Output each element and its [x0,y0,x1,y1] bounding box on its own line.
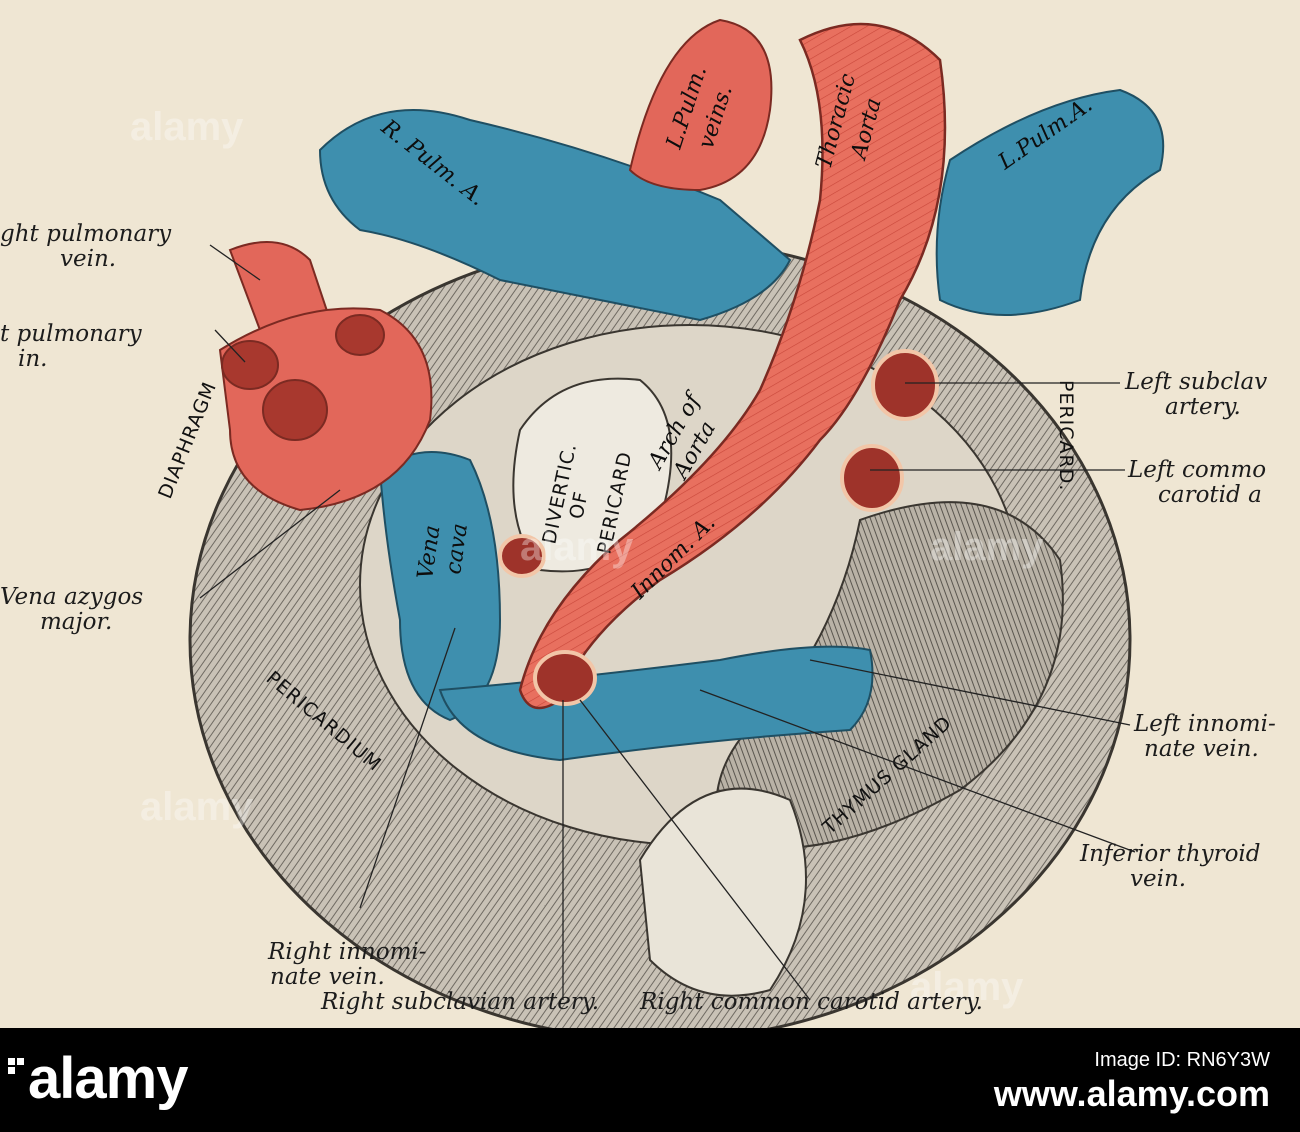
callout-inferior-thyroid-vein: Inferior thyroid vein. [1080,842,1261,892]
callout-line: major. [40,609,113,635]
label-diaphragm: DIAPHRAGM [154,378,221,501]
thymus-lower-lobe [638,787,807,997]
callout-line: Left commo [1128,457,1267,483]
watermark-text: alamy [930,525,1044,569]
callout-line: vein. [1130,866,1187,892]
callout-right-pulmonary-vein-upper: ght pulmonary vein. [0,222,171,272]
image-id: Image ID: RN6Y3W [1094,1049,1270,1071]
watermark-text: alamy [910,965,1024,1009]
callout-left-innominate-vein: Left innomi- nate vein. [1134,712,1276,762]
stock-banner: alamy Image ID: RN6Y3W www.alamy.com [0,1028,1300,1132]
anatomical-illustration: R. Pulm. A. L.Pulm. veins. Thoracic Aort… [130,18,1165,1028]
brand-logo[interactable]: alamy [28,1046,188,1111]
image-meta: Image ID: RN6Y3W www.alamy.com [994,1048,1270,1116]
callout-left-common-carotid: Left commo carotid a [1128,458,1266,508]
left-pulmonary-artery-vessel [935,88,1165,316]
right-pulmonary-veins [218,241,433,512]
callout-right-pulmonary-vein-lower: t pulmonary in. [0,322,142,372]
callout-line: Inferior thyroid [1080,841,1261,867]
left-pulmonary-veins-vessel [628,18,773,192]
watermark-text: alamy [130,105,244,149]
callout-line: Right common carotid artery. [640,989,983,1015]
callout-line: Left innomi- [1134,711,1276,737]
watermark-text: alamy [140,785,254,829]
aortic-branch-openings [498,349,939,706]
veins [318,88,1165,762]
callout-vena-azygos: Vena azygos major. [0,585,143,635]
right-pulmonary-artery-vessel [318,109,792,322]
innominate-vein-vessel [438,645,874,762]
callout-right-innominate-vein: Right innomi- nate vein. [268,940,427,990]
label-pericard-right: PERICARD. [1055,380,1077,491]
callout-line: Right innomi- [268,939,427,965]
callout-line: t pulmonary [0,321,142,347]
callout-line: artery. [1165,394,1241,420]
site-url[interactable]: www.alamy.com [993,1073,1270,1114]
callout-line: nate vein. [1144,736,1259,762]
callout-line: vein. [60,246,117,272]
callout-line: nate vein. [270,964,385,990]
callout-right-common-carotid-artery: Right common carotid artery. [640,990,983,1015]
callout-line: Vena azygos [0,584,144,610]
callout-line: in. [18,346,48,372]
callout-right-subclavian-artery: Right subclavian artery. [321,990,599,1015]
leader-lines [199,244,1136,1001]
alamy-logo-icon [8,1058,24,1074]
callout-line: ght pulmonary [0,221,172,247]
callout-left-subclavian: Left subclav artery. [1125,370,1267,420]
callout-line: Right subclavian artery. [321,989,600,1015]
callout-line: Left subclav [1125,369,1268,395]
watermark-text: alamy [520,525,634,569]
callout-line: carotid a [1158,482,1262,508]
